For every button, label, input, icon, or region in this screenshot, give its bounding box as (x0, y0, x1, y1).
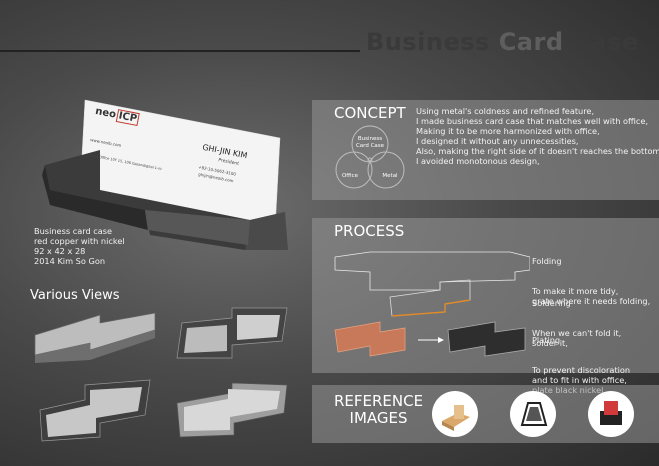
venn-circle-left (335, 151, 373, 189)
view-4 (172, 375, 292, 445)
reference-heading: REFERENCE IMAGES (334, 393, 423, 427)
various-views-title: Various Views (30, 288, 120, 303)
reference-panel: REFERENCE IMAGES (312, 385, 659, 443)
card-case-illustration (42, 99, 288, 250)
reference-heading-line-2: IMAGES (349, 409, 408, 427)
caption-line-4: 2014 Kim So Gon (34, 256, 106, 266)
venn-circle-right (367, 151, 405, 189)
process-step-2: Soldering When we can't fold it, solder … (532, 278, 621, 368)
concept-venn-diagram: Business Card Case Office Metal (335, 125, 405, 189)
venn-label-top-2: Card Case (356, 143, 385, 149)
view-1 (30, 305, 160, 365)
reference-image-2 (510, 391, 556, 437)
reference-heading-line-1: REFERENCE (334, 392, 424, 410)
concept-text: Using metal's coldness and refined featu… (416, 106, 659, 166)
title-rule (0, 50, 360, 52)
venn-label-right: Metal (382, 173, 398, 179)
product-caption: Business card case red copper with nicke… (34, 226, 125, 266)
process-step-2-text: When we can't fold it, solder it, (532, 328, 622, 348)
title-word-3: Case (572, 28, 639, 56)
venn-label-top-1: Business (358, 136, 382, 142)
process-step-1: Folding To make it more tidy, grate wher… (532, 236, 650, 326)
process-step-1-title: Folding (532, 256, 562, 266)
caption-line-3: 92 x 42 x 28 (34, 246, 86, 256)
venn-center-dot (367, 157, 373, 163)
venn-label-left: Office (342, 173, 359, 179)
page-title: Business Card Case (366, 28, 639, 56)
view-2 (172, 303, 292, 368)
process-step-3-title: Plating (532, 335, 561, 345)
view-3 (30, 375, 160, 445)
caption-line-1: Business card case (34, 226, 113, 236)
process-step-2-title: Soldering (532, 298, 571, 308)
reference-image-3 (588, 391, 634, 437)
concept-heading: CONCEPT (334, 104, 406, 122)
title-word-2: Card (498, 28, 564, 56)
process-illustration (334, 251, 530, 357)
product-hero (30, 80, 300, 250)
concept-panel: CONCEPT Business Card Case Office Metal … (312, 100, 659, 200)
reference-image-1 (432, 391, 478, 437)
caption-line-2: red copper with nickel (34, 236, 125, 246)
process-step-1-text: To make it more tidy, grate where it nee… (532, 286, 651, 306)
process-panel: PROCESS Folding To make it more tidy, gr… (312, 218, 659, 395)
title-word-1: Business (366, 28, 490, 56)
process-heading: PROCESS (334, 222, 405, 240)
